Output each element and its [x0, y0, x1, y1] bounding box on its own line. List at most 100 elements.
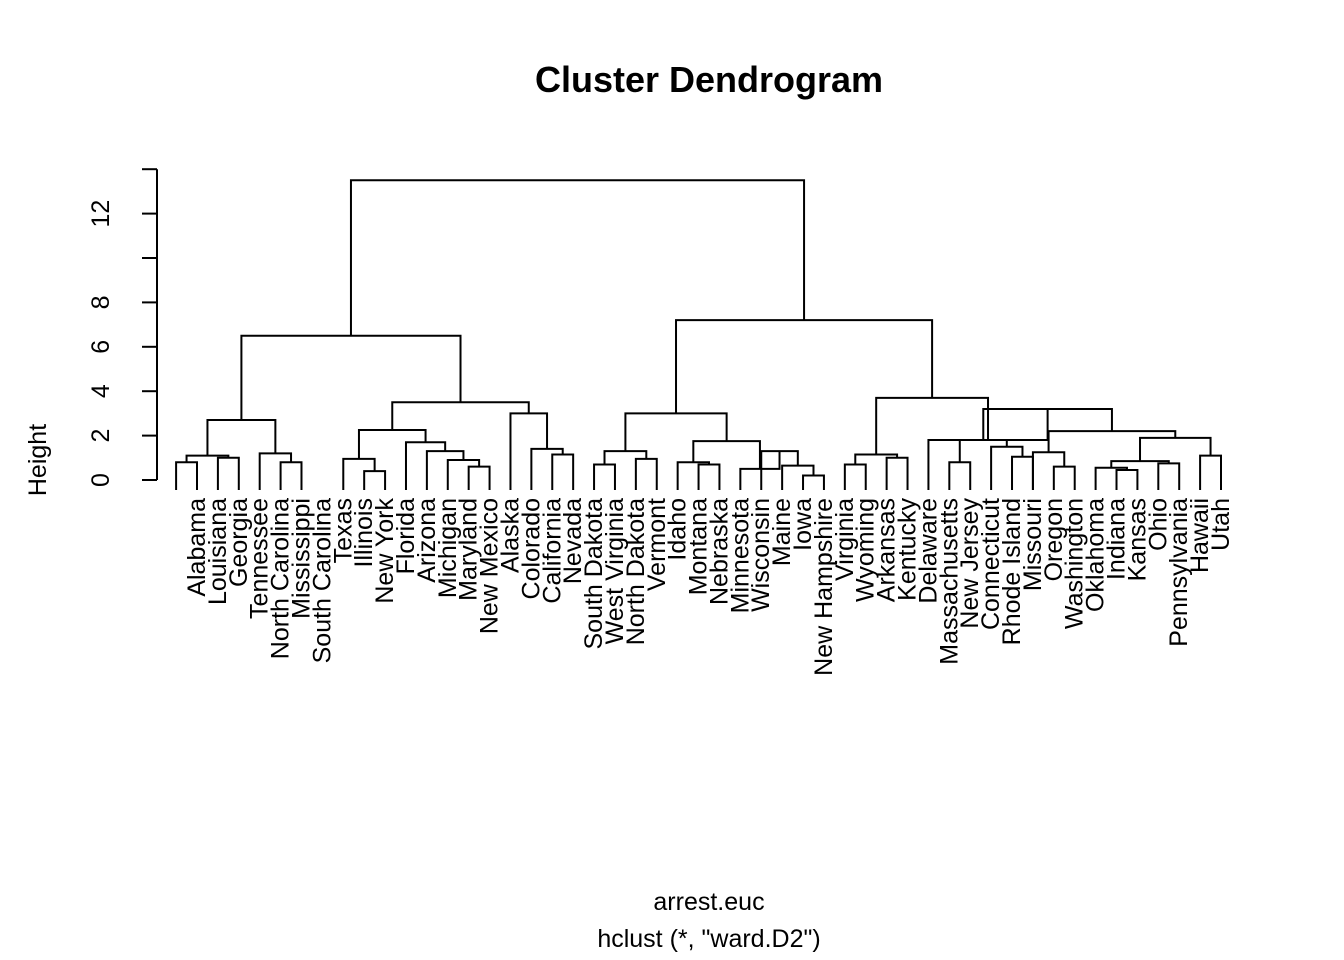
branch-34 — [990, 445, 1024, 490]
leaf-label: Rhode Island — [998, 498, 1026, 645]
leaf-label: West Virginia — [601, 498, 629, 644]
leaf-label: Virginia — [831, 498, 859, 581]
branch-47 — [875, 396, 990, 455]
leaf-label: Colorado — [517, 498, 545, 599]
leaf-label: New Hampshire — [810, 498, 838, 676]
leaf-label: Tennessee — [246, 498, 274, 619]
leaf-label: Utah — [1207, 498, 1235, 551]
branch-6 — [363, 470, 387, 490]
leaf-label: New Jersey — [956, 498, 984, 629]
branch-4 — [258, 452, 293, 490]
leaf-label: Nebraska — [705, 498, 733, 605]
branch-44 — [1047, 430, 1177, 453]
branch-24 — [781, 464, 815, 490]
branch-19 — [634, 457, 658, 490]
branch-16 — [391, 401, 530, 431]
y-tick-label: 0 — [87, 473, 115, 487]
dendrogram-branches — [175, 179, 1222, 490]
leaf-label: Delaware — [914, 498, 942, 604]
branch-40 — [1157, 462, 1181, 490]
leaf-label: Indiana — [1103, 498, 1131, 580]
branch-10 — [425, 450, 465, 490]
leaf-label: Texas — [329, 498, 357, 563]
leaf-label: South Carolina — [308, 498, 336, 663]
leaf-label: Massachusetts — [935, 498, 963, 665]
leaf-label: Iowa — [789, 498, 817, 551]
branch-20 — [603, 450, 648, 465]
leaf-label: Louisiana — [204, 498, 232, 605]
branch-3 — [279, 461, 303, 490]
branch-29 — [843, 463, 867, 490]
leaf-label: Vermont — [643, 498, 671, 591]
y-tick-label: 8 — [87, 295, 115, 309]
branch-42 — [1199, 454, 1222, 490]
method-subtitle: hclust (*, "ward.D2") — [597, 925, 820, 953]
branch-7 — [342, 457, 376, 490]
y-tick-label: 2 — [87, 429, 115, 443]
leaf-label: Georgia — [225, 498, 253, 587]
leaf-label: Montana — [685, 498, 713, 595]
branch-11 — [404, 441, 447, 490]
branch-33 — [1011, 455, 1034, 490]
branch-31 — [854, 453, 899, 465]
leaf-label: North Carolina — [267, 498, 295, 659]
branch-37 — [1031, 451, 1066, 490]
y-tick-label: 12 — [87, 200, 115, 228]
leaf-label: Hawaii — [1186, 498, 1214, 573]
leaf-label: Kentucky — [894, 498, 922, 601]
leaf-label: Mississippi — [287, 498, 315, 619]
leaf-label: Wisconsin — [747, 498, 775, 612]
branch-30 — [885, 456, 909, 490]
leaf-label: Missouri — [1019, 498, 1047, 591]
y-axis: 0 2 4 6 8 12 — [87, 168, 158, 487]
branch-8 — [467, 465, 491, 490]
leaf-label: Ohio — [1144, 498, 1172, 551]
leaf-label: Michigan — [434, 498, 462, 598]
leaf-label: New Mexico — [476, 498, 504, 634]
branch-35 — [958, 439, 1008, 463]
branch-17 — [240, 334, 462, 421]
x-axis-label: arrest.euc — [653, 888, 764, 916]
leaf-label: California — [538, 498, 566, 604]
leaf-label: Wyoming — [852, 498, 880, 602]
branch-38 — [1115, 469, 1139, 490]
branch-36 — [1052, 465, 1076, 490]
branch-9 — [446, 459, 481, 490]
y-axis-label: Height — [24, 424, 52, 496]
leaf-label: Connecticut — [977, 498, 1005, 630]
leaf-label: Pennsylvania — [1165, 498, 1193, 647]
branch-1 — [216, 456, 240, 490]
branch-18 — [593, 463, 616, 490]
leaf-label: South Dakota — [580, 498, 608, 650]
branch-5 — [206, 419, 277, 456]
y-tick-label: 4 — [87, 384, 115, 398]
leaf-label: Illinois — [350, 498, 378, 567]
leaf-label: Kansas — [1123, 498, 1151, 581]
branch-32 — [948, 461, 972, 490]
branch-48 — [675, 319, 934, 414]
branch-12 — [357, 429, 427, 459]
branch-49 — [349, 179, 806, 336]
branch-21 — [697, 463, 721, 490]
leaf-label: Alaska — [496, 498, 524, 573]
branch-22 — [676, 461, 710, 490]
leaf-label: Alabama — [183, 498, 211, 597]
leaf-label: Arkansas — [873, 498, 901, 602]
branch-39 — [1094, 466, 1128, 490]
leaf-label: North Dakota — [622, 498, 650, 645]
leaf-label: Nevada — [559, 498, 587, 584]
y-tick-label: 6 — [87, 340, 115, 354]
branch-0 — [175, 461, 198, 490]
leaf-label: Washington — [1061, 498, 1089, 629]
leaf-label: Arizona — [413, 498, 441, 583]
leaf-label: New York — [371, 498, 399, 604]
branch-23 — [802, 474, 825, 490]
chart-title: Cluster Dendrogram — [535, 59, 883, 100]
leaf-label: Florida — [392, 498, 420, 575]
leaf-label: Oregon — [1040, 498, 1068, 581]
leaf-label: Idaho — [664, 498, 692, 561]
branch-13 — [551, 453, 575, 490]
leaf-label: Maine — [768, 498, 796, 566]
